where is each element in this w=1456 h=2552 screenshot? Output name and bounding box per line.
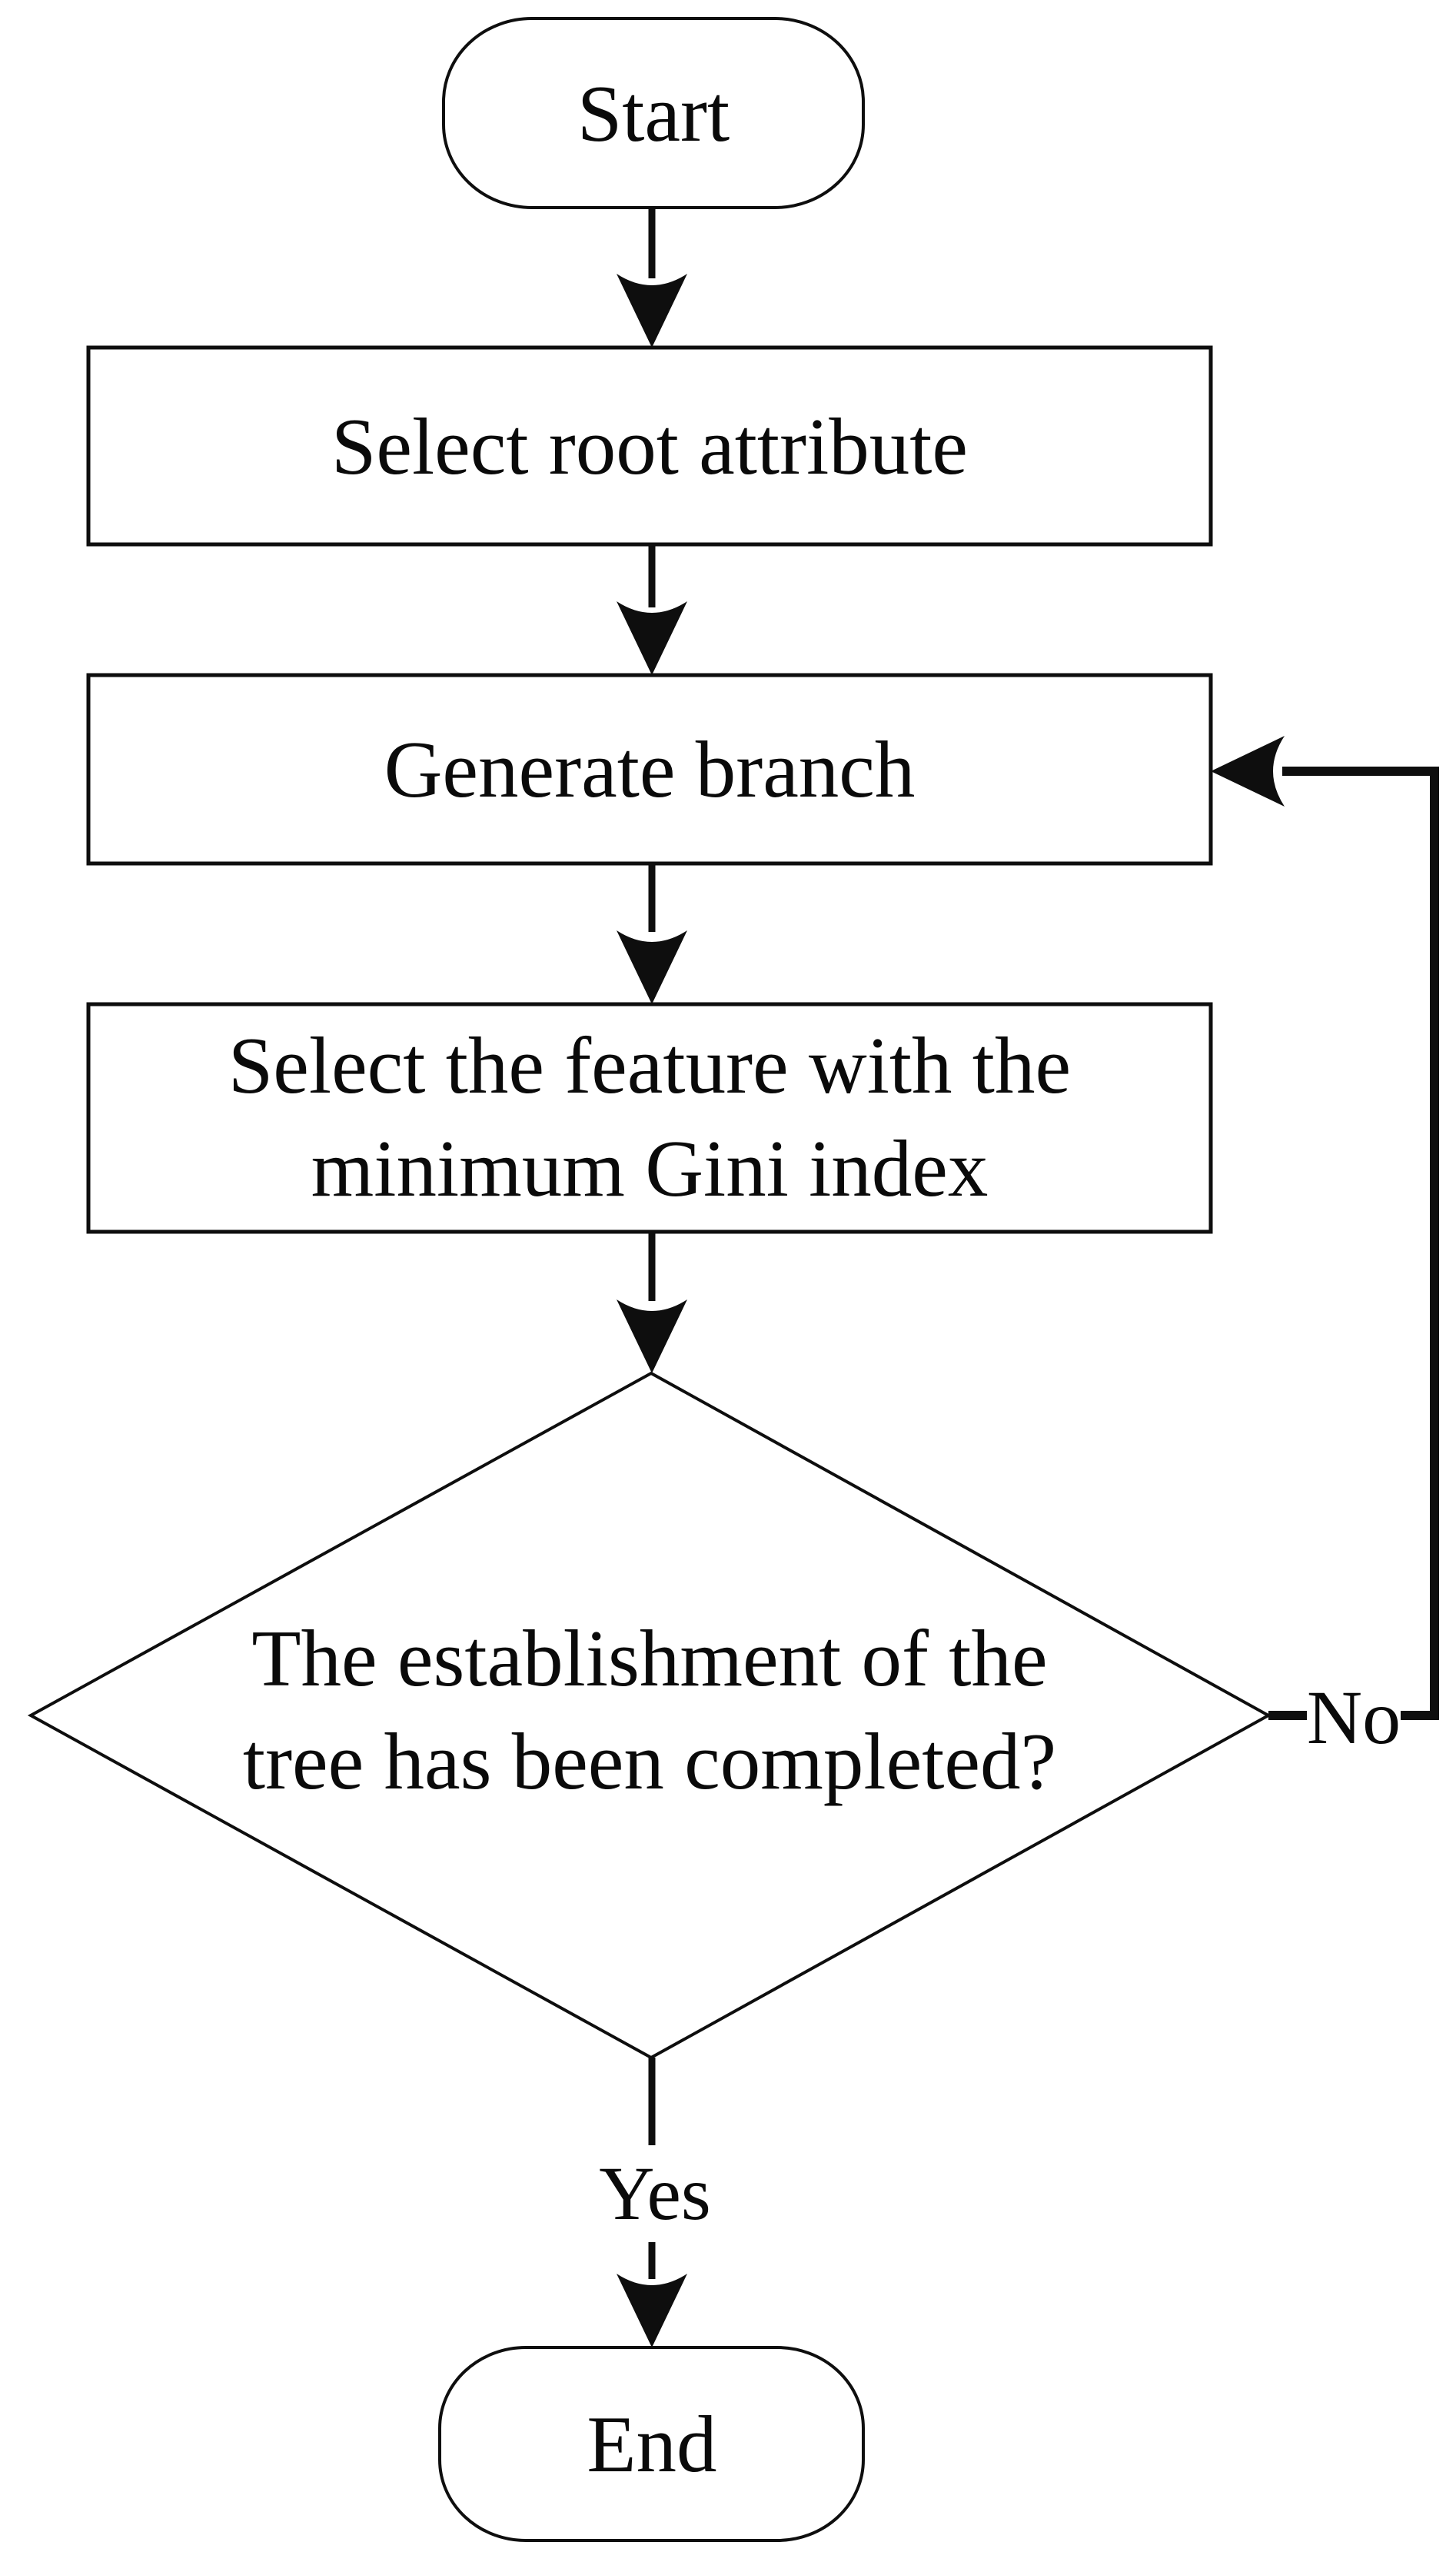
select-root-node [86, 345, 1213, 547]
arrow-left-icon [1211, 736, 1285, 807]
yes-label: Yes [599, 2151, 711, 2236]
generate-branch-label: Generate branch [384, 724, 916, 814]
arrow-generate-branch-to-select-feature [617, 863, 687, 1004]
select-feature-label-line1: Select the feature with the [228, 1020, 1071, 1110]
arrow-start-to-select-root [617, 208, 687, 348]
arrow-down-icon [617, 601, 687, 675]
decision-node [27, 1371, 1272, 2060]
arrow-select-root-to-generate-branch [617, 544, 687, 675]
select-root-label: Select root attribute [331, 401, 968, 491]
end-label: End [587, 2399, 716, 2489]
arrow-down-icon [617, 2274, 687, 2347]
arrow-down-icon [617, 274, 687, 348]
decision-label-line1: The establishment of the [251, 1613, 1047, 1703]
no-edge [1211, 736, 1439, 1720]
decision-label-line2: tree has been completed? [243, 1716, 1056, 1806]
arrow-down-icon [617, 1299, 687, 1373]
no-label: No [1307, 1675, 1401, 1760]
arrow-select-feature-to-decision [617, 1232, 687, 1373]
select-feature-label-line2: minimum Gini index [311, 1123, 989, 1213]
yes-edge [617, 2058, 687, 2347]
end-node [438, 2346, 865, 2542]
select-feature-node [86, 1002, 1213, 1234]
start-label: Start [577, 68, 730, 158]
arrow-down-icon [617, 930, 687, 1004]
